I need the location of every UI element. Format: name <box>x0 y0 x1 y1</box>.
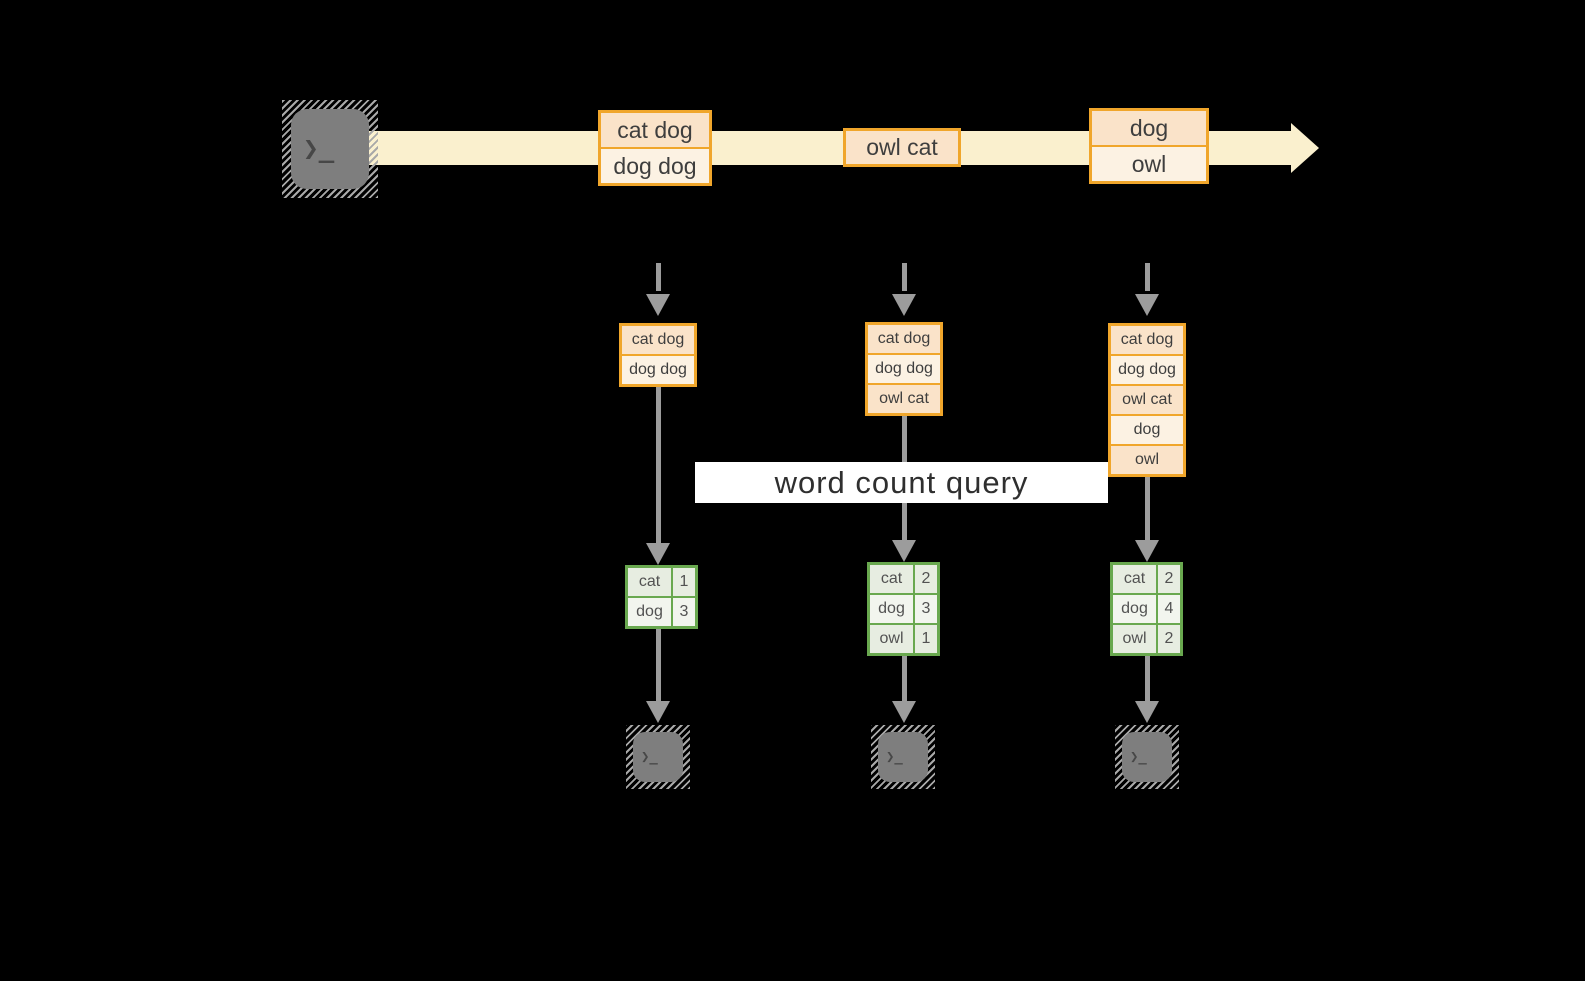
stream-record: owl cat <box>846 131 958 164</box>
query-label-band: word count query <box>695 462 1108 503</box>
table-row: owl 2 <box>1113 625 1180 653</box>
stream-record: owl <box>1092 145 1206 181</box>
sink-arrow-1 <box>656 629 661 701</box>
count-cell: 2 <box>1158 625 1180 653</box>
query-arrowhead-2-icon <box>892 540 916 562</box>
word-cell: dog <box>628 598 671 626</box>
query-arrowhead-1-icon <box>646 543 670 565</box>
table-row: cat 1 <box>628 568 695 596</box>
stack-row: dog dog <box>622 354 694 384</box>
stack-row: owl cat <box>868 383 940 413</box>
stream-record: dog <box>1092 111 1206 145</box>
word-count-table-2: cat 2 dog 3 owl 1 <box>867 562 940 656</box>
count-cell: 3 <box>673 598 695 626</box>
dashed-arrowhead-1-icon <box>646 294 670 316</box>
micro-batch-stack-3: cat dog dog dog owl cat dog owl <box>1108 323 1186 477</box>
word-cell: owl <box>1113 625 1156 653</box>
stack-row: cat dog <box>622 326 694 354</box>
count-cell: 2 <box>1158 565 1180 593</box>
count-cell: 1 <box>673 568 695 596</box>
count-cell: 2 <box>915 565 937 593</box>
count-cell: 3 <box>915 595 937 623</box>
sink-arrowhead-2-icon <box>892 701 916 723</box>
stack-row: cat dog <box>1111 326 1183 354</box>
query-arrow-3 <box>1145 477 1150 540</box>
source-terminal-icon: ❯_ <box>291 109 369 189</box>
dashed-arrow-1 <box>656 263 661 291</box>
micro-batch-stack-1: cat dog dog dog <box>619 323 697 387</box>
table-row: owl 1 <box>870 625 937 653</box>
sink-arrow-2 <box>902 656 907 701</box>
query-arrow-1 <box>656 387 661 543</box>
stream-arrowhead-icon <box>1291 123 1319 173</box>
word-cell: cat <box>628 568 671 596</box>
terminal-prompt-icon: ❯_ <box>1130 749 1147 765</box>
sink-terminal-icon-1: ❯_ <box>633 732 683 782</box>
word-count-table-3: cat 2 dog 4 owl 2 <box>1110 562 1183 656</box>
stream-record: cat dog <box>601 113 709 147</box>
table-row: cat 2 <box>1113 565 1180 593</box>
word-cell: cat <box>1113 565 1156 593</box>
stream-batch-1: cat dog dog dog <box>598 110 712 186</box>
stack-row: owl <box>1111 444 1183 474</box>
word-cell: dog <box>1113 595 1156 623</box>
dashed-arrow-3 <box>1145 263 1150 291</box>
sink-terminal-icon-3: ❯_ <box>1122 732 1172 782</box>
query-arrowhead-3-icon <box>1135 540 1159 562</box>
dashed-arrow-2 <box>902 263 907 291</box>
dashed-arrowhead-3-icon <box>1135 294 1159 316</box>
stack-row: dog dog <box>868 353 940 383</box>
sink-arrow-3 <box>1145 656 1150 701</box>
micro-batch-stack-2: cat dog dog dog owl cat <box>865 322 943 416</box>
stack-row: dog <box>1111 414 1183 444</box>
query-label: word count query <box>774 464 1029 500</box>
table-row: dog 3 <box>628 598 695 626</box>
word-cell: owl <box>870 625 913 653</box>
table-row: dog 4 <box>1113 595 1180 623</box>
table-row: dog 3 <box>870 595 937 623</box>
word-cell: cat <box>870 565 913 593</box>
terminal-prompt-icon: ❯_ <box>641 749 658 765</box>
stream-batch-3: dog owl <box>1089 108 1209 184</box>
terminal-prompt-icon: ❯_ <box>886 749 903 765</box>
dashed-arrowhead-2-icon <box>892 294 916 316</box>
stream-record: dog dog <box>601 147 709 183</box>
stack-row: owl cat <box>1111 384 1183 414</box>
stream-batch-2: owl cat <box>843 128 961 167</box>
stack-row: cat dog <box>868 325 940 353</box>
count-cell: 1 <box>915 625 937 653</box>
table-row: cat 2 <box>870 565 937 593</box>
sink-arrowhead-3-icon <box>1135 701 1159 723</box>
word-cell: dog <box>870 595 913 623</box>
stack-row: dog dog <box>1111 354 1183 384</box>
terminal-prompt-icon: ❯_ <box>303 134 335 164</box>
sink-terminal-icon-2: ❯_ <box>878 732 928 782</box>
word-count-table-1: cat 1 dog 3 <box>625 565 698 629</box>
count-cell: 4 <box>1158 595 1180 623</box>
sink-arrowhead-1-icon <box>646 701 670 723</box>
